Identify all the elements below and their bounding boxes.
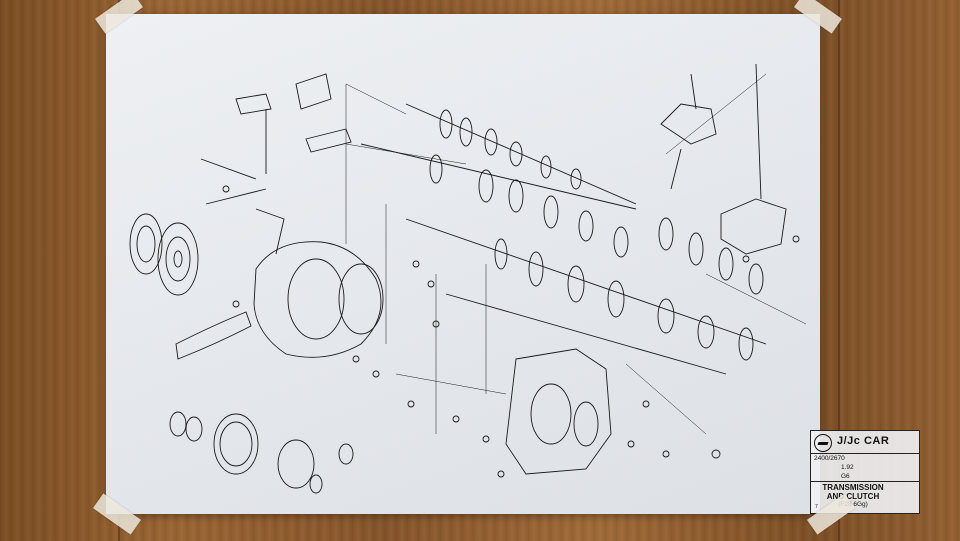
gear-cluster-rear (658, 217, 764, 295)
clutch-housing (253, 241, 384, 358)
small-parts (222, 185, 800, 478)
gear-cluster-middle (429, 154, 629, 258)
floor-board-seam (838, 0, 840, 541)
drawing-title: TRANSMISSION AND CLUTCH (815, 483, 891, 501)
output-shaft (405, 218, 767, 345)
clutch-assembly (129, 213, 199, 296)
issue-date: 1.92 (841, 464, 854, 471)
sheet-number: 7 (815, 504, 818, 510)
gear-cluster-lower (494, 238, 754, 361)
differential-assembly (169, 411, 354, 494)
clutch-cover-plate (175, 311, 252, 360)
input-shaft (405, 103, 637, 205)
drawing-title-line2: AND CLUTCH (826, 492, 880, 501)
car-model: J/Jc CAR (837, 435, 890, 447)
leader-lines (345, 73, 807, 435)
release-fork (255, 208, 285, 255)
title-block: J/Jc CAR 2400/2670 1.92 G6 TRANSMISSION … (810, 430, 920, 514)
part-number: 2400/2670 (814, 455, 845, 462)
title-block-divider (811, 481, 919, 482)
shift-lever-assembly (660, 63, 787, 255)
exploded-view-poster: J/Jc CAR 2400/2670 1.92 G6 TRANSMISSION … (106, 14, 920, 514)
gear-cluster-upper (439, 109, 582, 190)
title-block-divider (811, 453, 919, 454)
gearbox-case (505, 348, 612, 475)
drawing-code: G6 (841, 473, 850, 480)
drawing-title-line1: TRANSMISSION (822, 483, 884, 492)
selector-rod (445, 293, 727, 375)
opel-logo-icon (814, 434, 832, 452)
selector-linkage (200, 73, 352, 205)
main-shaft (360, 143, 637, 210)
transmission-exploded-drawing (129, 63, 807, 494)
